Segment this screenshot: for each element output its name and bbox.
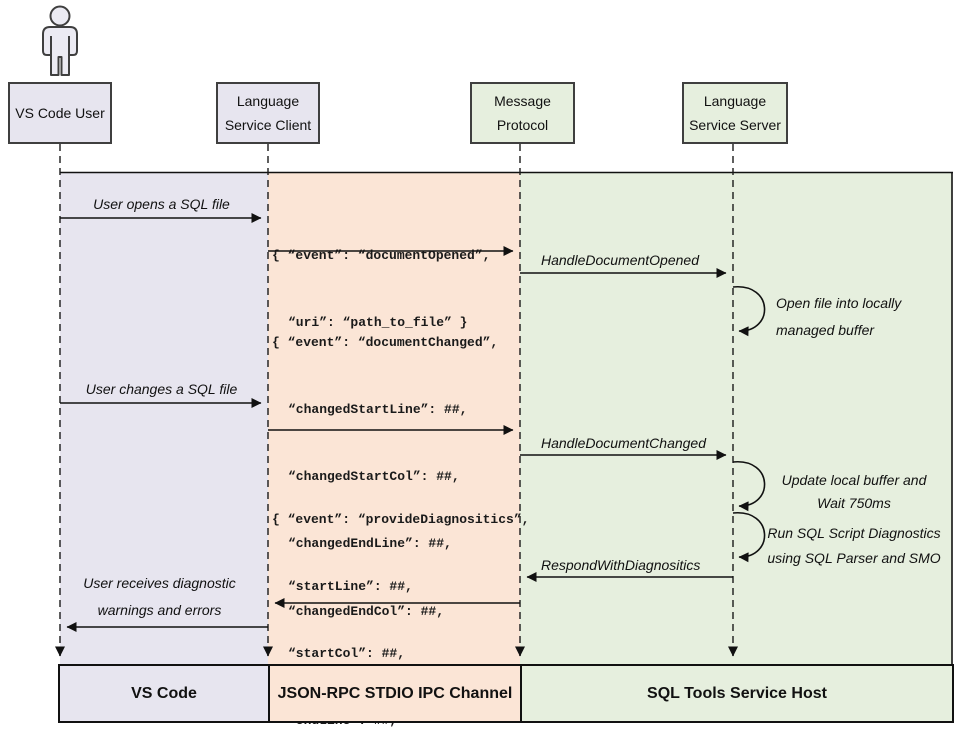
label-respond-with-diagnostics: RespondWithDiagnositics [541,557,701,573]
actor-box-service-server: Language Service Server [682,82,788,144]
actor-label: VS Code User [15,105,105,121]
self-loop-open-buffer [732,286,766,337]
lane-service-host [520,172,952,665]
actor-box-service-client: Language Service Client [216,82,320,144]
label-open-buffer: Open file into locally managed buffer [776,295,902,338]
footer-row: VS Code JSON-RPC STDIO IPC Channel SQL T… [58,664,954,723]
label-user-receives-diagnostics: User receives diagnostic warnings and er… [83,575,236,618]
actor-box-message-protocol: Message Protocol [470,82,575,144]
footer-vscode: VS Code [60,666,268,721]
footer-service-host: SQL Tools Service Host [520,666,952,721]
lane-ipc-channel [268,172,520,665]
message-arrows [55,213,766,657]
label-handle-document-opened: HandleDocumentOpened [541,252,699,268]
actor-label: Language [236,93,300,109]
lifelines [59,144,734,648]
lane-vscode [60,172,268,665]
actor-label: Language [703,93,767,109]
label-update-buffer: Update local buffer and Wait 750ms [781,472,927,511]
label-handle-document-changed: HandleDocumentChanged [541,435,706,451]
label-user-opens-file: User opens a SQL file [93,196,230,212]
label-user-changes-file: User changes a SQL file [85,381,238,397]
label-run-diagnostics: Run SQL Script Diagnostics using SQL Par… [767,525,941,566]
self-loop-run-diagnostics [732,512,766,563]
actor-label: Service Server [689,117,781,133]
actor-label: Protocol [496,117,549,133]
actor-label: Service Client [224,117,312,133]
user-actor-icon [42,5,78,76]
payload-document-opened: { “event”: “documentOpened”, “uri”: “pat… [272,247,491,331]
self-loop-update-buffer [732,461,766,512]
actor-box-vscode-user: VS Code User [8,82,112,144]
actor-label: Message [494,93,551,109]
footer-ipc-channel: JSON-RPC STDIO IPC Channel [268,666,520,721]
